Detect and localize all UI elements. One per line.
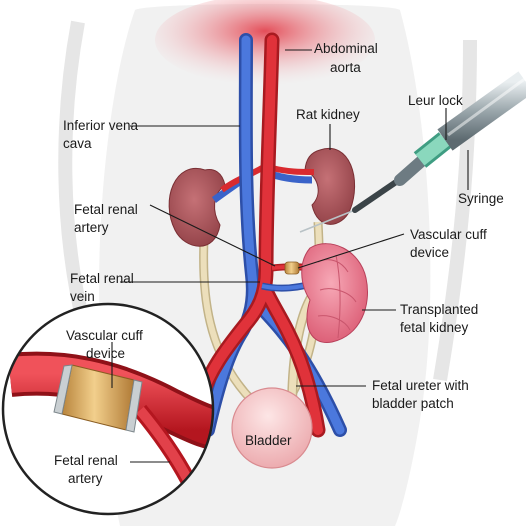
label-leur-lock: Leur lock: [408, 93, 463, 108]
transplanted-fetal-kidney: [301, 243, 368, 343]
label-vascular-cuff-device: Vascular cuff: [410, 227, 487, 242]
label-rat-kidney: Rat kidney: [296, 107, 360, 122]
label-abdominal-aorta-2: aorta: [330, 60, 361, 75]
leur-lock: [413, 132, 452, 168]
label-fetal-renal-vein-2: vein: [70, 289, 95, 304]
label-fetal-ureter: Fetal ureter with: [372, 378, 469, 393]
label-fetal-renal-vein: Fetal renal: [70, 271, 134, 286]
bladder: [231, 387, 313, 469]
label-transplanted-fetal-kidney: Transplanted: [400, 302, 478, 317]
label-fetal-ureter-2: bladder patch: [372, 396, 454, 411]
label-fetal-renal-artery-2: artery: [74, 220, 109, 235]
inset-cuff-device: [53, 364, 143, 433]
label-syringe: Syringe: [458, 191, 504, 206]
syringe: [299, 71, 526, 233]
label-inset-cuff-device-2: device: [86, 346, 125, 361]
label-inset-cuff-device: Vascular cuff: [66, 328, 143, 343]
rat-kidney-right: [304, 147, 356, 225]
label-inset-fetal-renal-artery-2: artery: [68, 471, 103, 486]
label-bladder: Bladder: [245, 433, 292, 448]
vascular-cuff-device: [284, 261, 300, 275]
label-inset-fetal-renal-artery: Fetal renal: [54, 453, 118, 468]
label-inferior-vena-cava-2: cava: [63, 136, 92, 151]
leader-lines: [111, 49, 469, 463]
label-inferior-vena-cava: Inferior vena: [63, 118, 139, 133]
label-fetal-renal-artery: Fetal renal: [74, 202, 138, 217]
labels: Abdominal aorta Leur lock Inferior vena …: [54, 41, 504, 486]
label-vascular-cuff-device-2: device: [410, 245, 449, 260]
inset-magnifier: [1, 302, 215, 516]
label-transplanted-fetal-kidney-2: fetal kidney: [400, 320, 469, 335]
label-abdominal-aorta: Abdominal: [314, 41, 378, 56]
rat-kidney-left: [168, 167, 226, 247]
